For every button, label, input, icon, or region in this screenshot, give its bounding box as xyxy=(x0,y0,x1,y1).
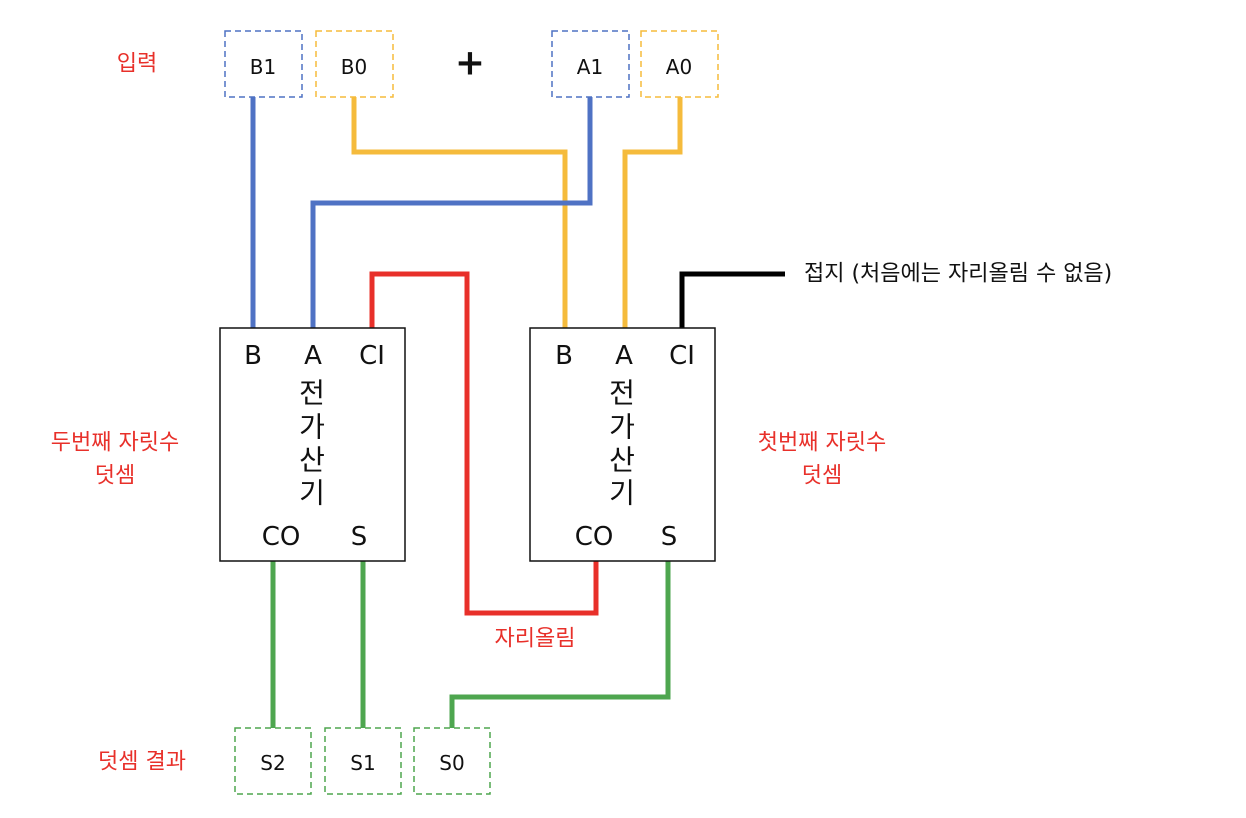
first-adder-pin-s: S xyxy=(661,522,678,552)
output-s2-label: S2 xyxy=(260,751,285,775)
first-adder-title-char-4: 기 xyxy=(609,477,635,510)
input-a1-label: A1 xyxy=(577,55,603,79)
first-adder-name-line1: 첫번째 자릿수 xyxy=(758,431,886,456)
plus-sign: + xyxy=(455,43,485,84)
first-adder-box xyxy=(529,327,716,562)
second-adder-pin-ci: CI xyxy=(359,341,385,371)
first-adder-name-line2: 덧셈 xyxy=(802,464,842,489)
second-adder-box xyxy=(219,327,406,562)
second-adder-pin-a: A xyxy=(304,341,322,371)
carry-label: 자리올림 xyxy=(495,627,576,652)
output-box-s2 xyxy=(234,727,312,795)
input-box-a0 xyxy=(640,30,719,98)
output-label: 덧셈 결과 xyxy=(98,750,186,775)
second-adder-pin-b: B xyxy=(244,341,262,371)
ground-note: 접지 (처음에는 자리올림 수 없음) xyxy=(804,262,1112,287)
wire-b0-to-first-adder-b xyxy=(351,97,568,330)
second-adder-name-line2: 덧셈 xyxy=(95,464,135,489)
second-adder-title-char-1: 전 xyxy=(299,377,325,410)
first-adder-title-char-2: 가 xyxy=(609,411,635,444)
first-adder-pin-co: CO xyxy=(575,522,614,552)
second-digit-full-adder: B A CI 전 가 산 기 CO S xyxy=(219,327,406,562)
output-box-s0 xyxy=(413,727,491,795)
input-box-b1 xyxy=(224,30,303,98)
second-adder-pin-co: CO xyxy=(262,522,301,552)
output-s0-label: S0 xyxy=(439,751,464,775)
output-s1-label: S1 xyxy=(350,751,375,775)
first-adder-pin-b: B xyxy=(555,341,573,371)
wire-carry-first-co-to-second-ci xyxy=(369,271,599,616)
first-adder-title-char-3: 산 xyxy=(609,444,635,477)
second-adder-name-line1: 두번째 자릿수 xyxy=(51,431,179,456)
second-adder-title-char-3: 산 xyxy=(299,444,325,477)
first-digit-full-adder: B A CI 전 가 산 기 CO S xyxy=(529,327,716,562)
second-adder-title-char-4: 기 xyxy=(299,477,325,510)
wire-ground-to-first-adder-ci xyxy=(679,271,785,330)
wire-first-s-to-s0 xyxy=(449,560,671,728)
first-adder-title-char-1: 전 xyxy=(609,377,635,410)
output-box-s1 xyxy=(324,727,402,795)
wire-a0-to-first-adder-a xyxy=(622,97,683,330)
input-b0-label: B0 xyxy=(341,55,367,79)
second-adder-title-char-2: 가 xyxy=(299,411,325,444)
input-box-a1 xyxy=(551,30,630,98)
first-adder-pin-a: A xyxy=(615,341,633,371)
wire-a1-to-second-adder-a xyxy=(310,97,593,330)
first-adder-pin-ci: CI xyxy=(669,341,695,371)
second-adder-pin-s: S xyxy=(351,522,368,552)
input-a0-label: A0 xyxy=(666,55,692,79)
input-b1-label: B1 xyxy=(250,55,276,79)
input-label: 입력 xyxy=(117,52,157,77)
input-box-b0 xyxy=(315,30,394,98)
